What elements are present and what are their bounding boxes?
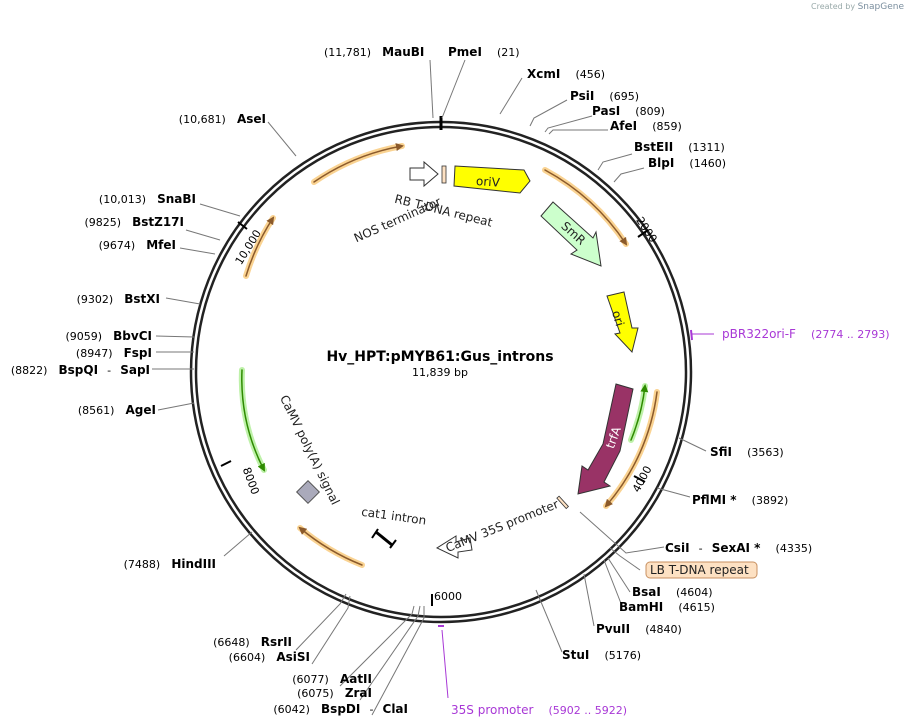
plasmid-name: Hv_HPT:pMYB61:Gus_introns	[326, 349, 553, 365]
enzyme-PmeI: PmeI (21)	[448, 41, 520, 60]
enzyme-MauBI-pos: (11,781)	[324, 46, 371, 59]
enzyme-ZraI: (6075) ZraI	[297, 682, 372, 701]
nos-terminator-arrow	[409, 160, 439, 188]
enzyme-BspQI: (8822) BspQI - SapI	[11, 359, 150, 378]
enzyme-PasI: PasI (809)	[592, 100, 665, 119]
ori-arrow	[606, 291, 639, 354]
cat1-intron-mark	[371, 528, 397, 549]
primer-35s-range: (5902 .. 5922)	[548, 704, 627, 717]
orf-arrow-bottom-left	[297, 525, 365, 568]
lb-repeat-label: LB T-DNA repeat	[650, 563, 749, 577]
primer-35s: 35S promoter (5902 .. 5922)	[451, 699, 627, 718]
credit-prefix: Created by	[811, 2, 856, 11]
orf-arrow-green-right	[628, 383, 648, 443]
enzyme-CsiI: CsiI - SexAI * (4335)	[665, 537, 812, 556]
enzyme-BsaI: BsaI (4604)	[632, 581, 713, 600]
enzyme-MfeI: (9674) MfeI	[99, 234, 176, 253]
tick-8000: 8000	[240, 466, 262, 497]
enzyme-AgeI: (8561) AgeI	[78, 399, 156, 418]
enzyme-SnaBI: (10,013) SnaBI	[99, 188, 196, 207]
enzyme-XcmI: XcmI (456)	[527, 63, 605, 82]
enzyme-PmeI-pos: (21)	[497, 46, 520, 59]
lb-repeat-box	[556, 495, 569, 510]
orf-arrow-top-left	[311, 143, 405, 185]
enzyme-PmeI-name: PmeI	[448, 45, 482, 59]
enzyme-BstXI: (9302) BstXI	[77, 288, 160, 307]
tick-6000: 6000	[434, 590, 462, 603]
enzyme-AatII: (6077) AatII	[292, 668, 372, 687]
enzyme-FspI: (8947) FspI	[76, 342, 152, 361]
scale-ticks	[220, 221, 649, 606]
camv-35s-promoter-label: CaMV 35S promoter	[444, 497, 561, 555]
enzyme-SfiI: SfiI (3563)	[710, 441, 784, 460]
primer-35s-lead	[441, 629, 449, 699]
enzyme-MauBI-name: MauBI	[382, 45, 424, 59]
enzyme-MauBI: (11,781) MauBI	[324, 41, 424, 60]
enzyme-AseI: (10,681) AseI	[179, 108, 266, 127]
leader-lines	[152, 59, 707, 716]
oriV-label: oriV	[476, 174, 502, 190]
snapgene-logo-text: SnapGene	[857, 2, 904, 12]
cat1-intron-label: cat1 intron	[360, 505, 427, 528]
orf-arrows	[238, 143, 660, 568]
primer-35s-name: 35S promoter	[451, 703, 533, 717]
camv-polya-signal-box	[295, 479, 321, 505]
primer-pbr322-mark	[690, 329, 693, 341]
enzyme-BbvCI: (9059) BbvCI	[65, 325, 152, 344]
plasmid-length: 11,839 bp	[412, 366, 468, 379]
enzyme-BstZ17I: (9825) BstZ17I	[84, 211, 184, 230]
snapgene-credit: Created by SnapGene	[811, 2, 904, 12]
rb-repeat-box	[441, 165, 447, 184]
enzyme-PvuII: PvuII (4840)	[596, 618, 682, 637]
primer-pbr322-range: (2774 .. 2793)	[811, 328, 890, 341]
enzyme-BlpI: BlpI (1460)	[648, 152, 726, 171]
enzyme-StuI: StuI (5176)	[562, 644, 641, 663]
orf-arrow-green-left	[238, 367, 267, 473]
enzyme-BstEII: BstEII (1311)	[634, 136, 725, 155]
enzyme-PsiI: PsiI (695)	[570, 85, 639, 104]
tick-2000: 2000	[633, 215, 659, 245]
camv-35s-promoter-arrow	[435, 535, 473, 559]
enzyme-BamHI: BamHI (4615)	[619, 596, 715, 615]
enzyme-PflMI: PflMI * (3892)	[692, 489, 788, 508]
enzyme-HindIII: (7488) HindIII	[124, 553, 216, 572]
primer-pbr322-name: pBR322ori-F	[722, 327, 796, 341]
enzyme-AsiSI: (6604) AsiSI	[229, 646, 310, 665]
oriV-arrow	[453, 165, 531, 194]
trfA-arrow	[577, 383, 634, 495]
enzyme-BspDI: (6042) BspDI - ClaI	[273, 698, 408, 717]
SmR-arrow	[540, 201, 602, 267]
lb-repeat-label-box	[645, 561, 758, 579]
enzyme-RsrII: (6648) RsrII	[213, 631, 292, 650]
primer-pbr322: pBR322ori-F (2774 .. 2793)	[722, 323, 890, 342]
enzyme-AfeI: AfeI (859)	[610, 115, 682, 134]
ori-label: ori	[609, 309, 627, 328]
